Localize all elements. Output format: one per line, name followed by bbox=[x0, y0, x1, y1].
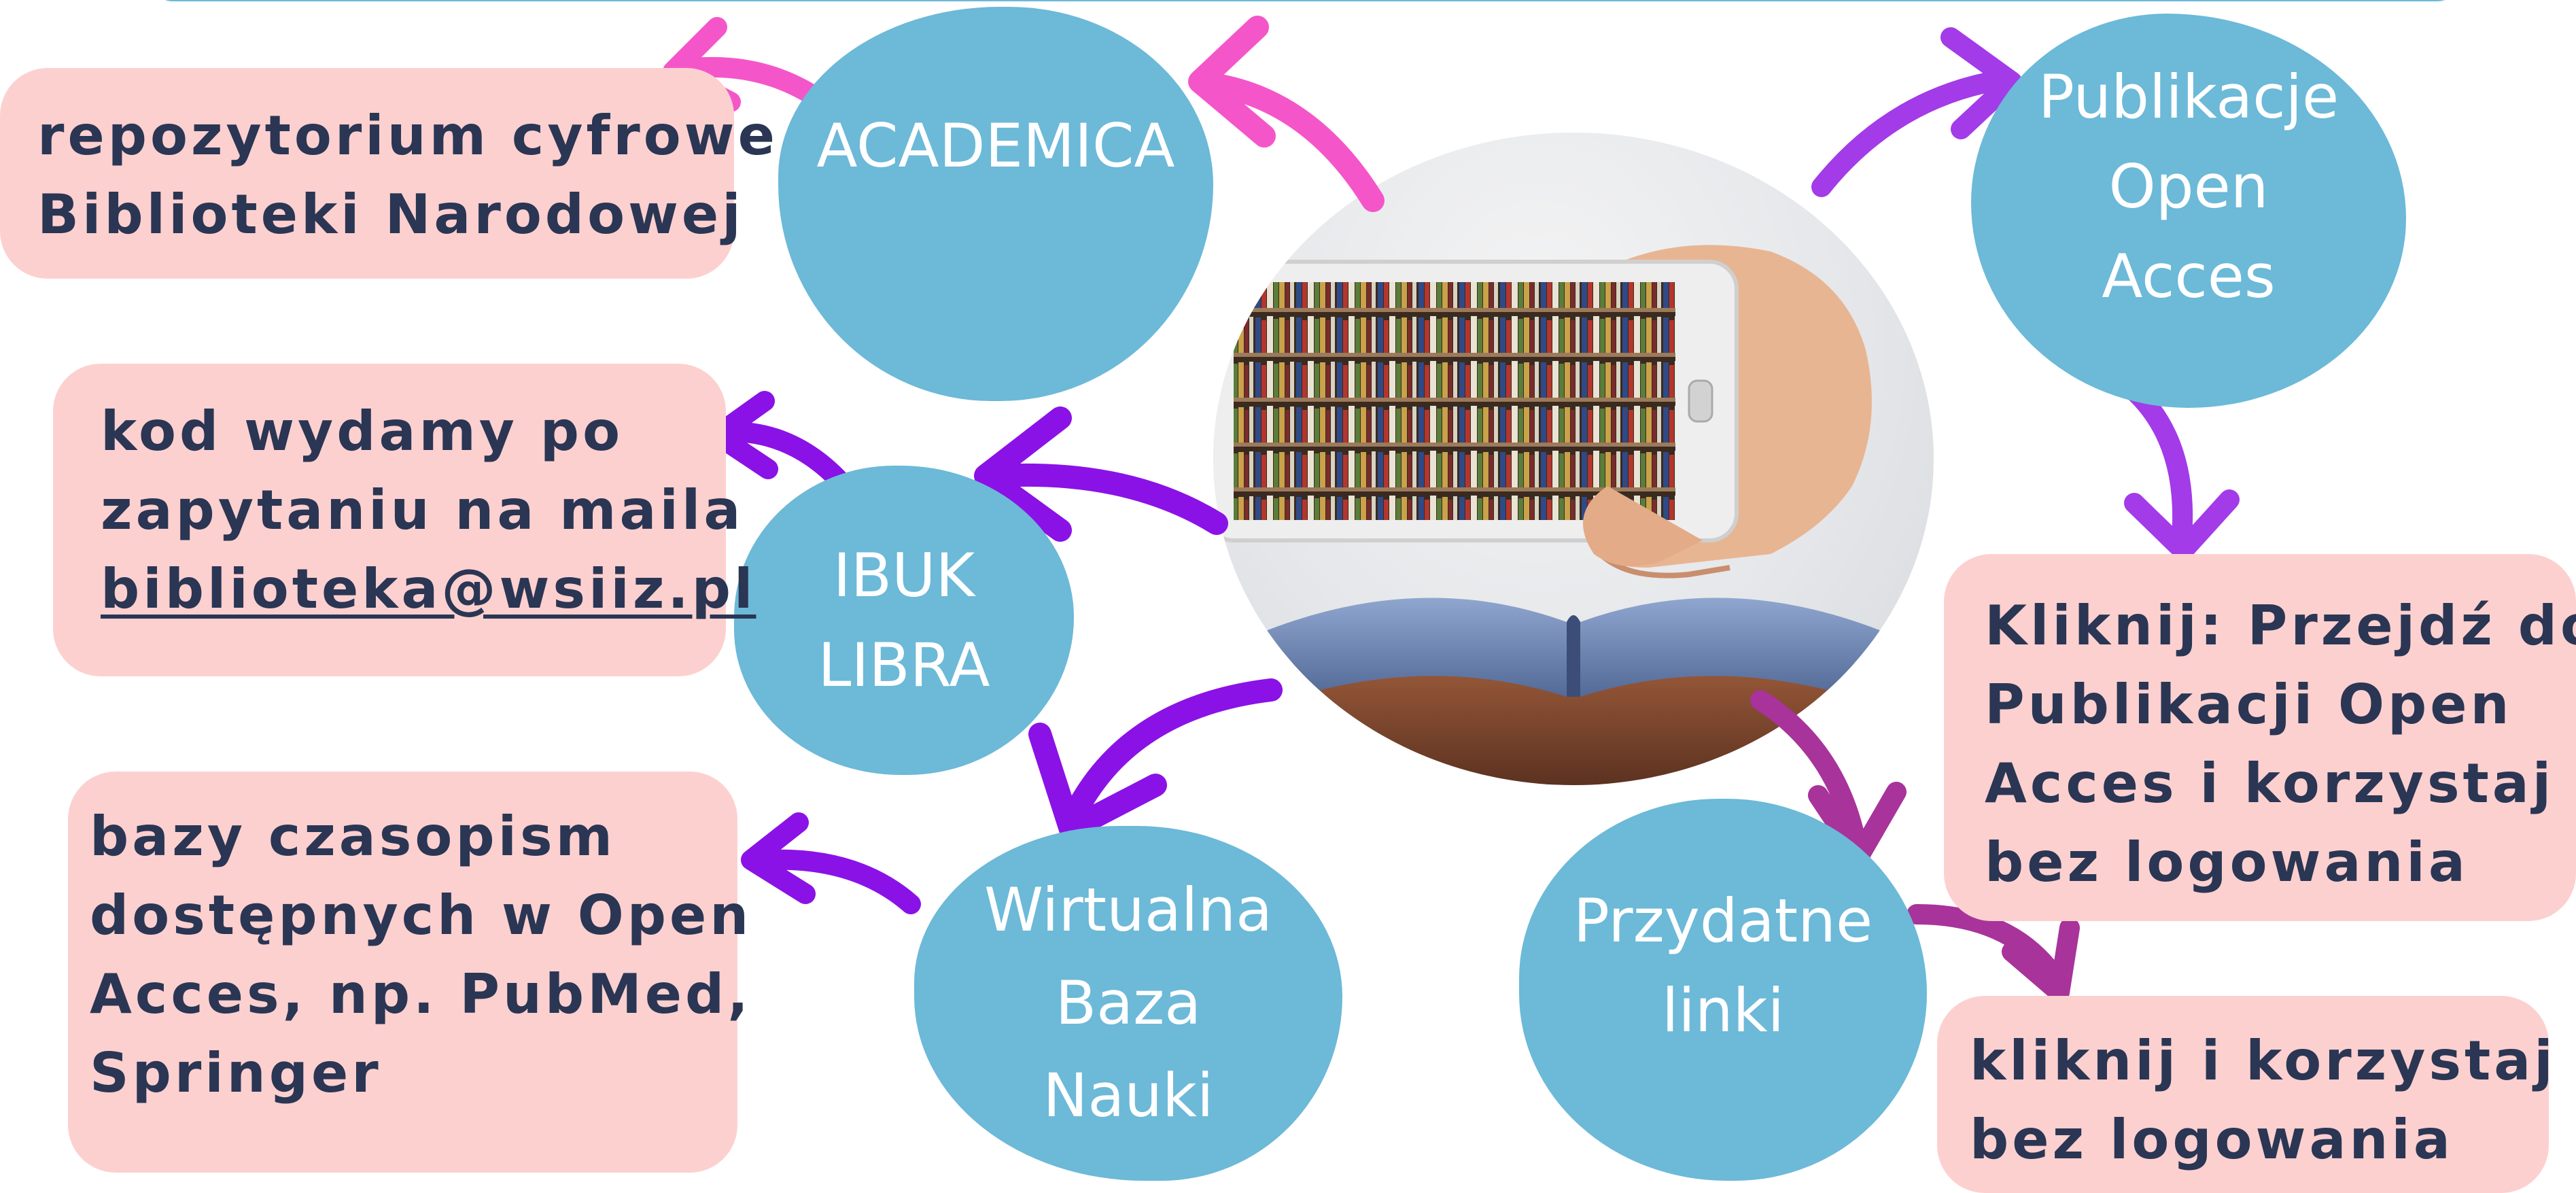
arrow-photo-to-academica bbox=[1188, 16, 1385, 212]
box-line: kliknij i korzystaj bbox=[1970, 1029, 2556, 1092]
arrow-wbn-to-box bbox=[741, 812, 921, 914]
email-link[interactable]: biblioteka@wsiiz.pl bbox=[101, 557, 756, 621]
box-line: Acces i korzystaj bbox=[1985, 752, 2555, 815]
box-line: kod wydamy po bbox=[101, 400, 624, 463]
arrow-photo-to-publikacje bbox=[1811, 27, 2022, 197]
box-line: Springer bbox=[90, 1041, 382, 1105]
arrow-photo-to-wbn bbox=[1028, 678, 1283, 841]
node-line: IBUK bbox=[833, 540, 975, 610]
node-line: Publikacje bbox=[2038, 62, 2339, 132]
node-line: LIBRA bbox=[818, 629, 990, 700]
node-przydatne-linki[interactable]: Przydatne linki bbox=[1519, 799, 1927, 1181]
node-line: ACADEMICA bbox=[816, 111, 1175, 181]
node-publikacje-label: Publikacje Open Acces bbox=[2038, 52, 2339, 322]
box-line: dostępnych w Open bbox=[90, 884, 752, 947]
box-line: Kliknij: Przejdź do bbox=[1985, 594, 2576, 657]
box-line: Acces, np. PubMed, bbox=[90, 963, 752, 1026]
box-line: bez logowania bbox=[1970, 1108, 2454, 1171]
node-ibuk-label: IBUK LIBRA bbox=[818, 531, 990, 710]
node-line: Wirtualna bbox=[984, 875, 1273, 946]
top-banner bbox=[146, 0, 2464, 1]
box-wbn-description: bazy czasopism dostępnych w Open Acces, … bbox=[68, 772, 752, 1173]
node-line: Baza bbox=[1055, 967, 1202, 1038]
node-line: Acces bbox=[2102, 241, 2276, 311]
box-line: zapytaniu na maila bbox=[101, 479, 744, 542]
node-line: Przydatne bbox=[1573, 886, 1873, 956]
box-przydatne-description: kliknij i korzystaj bez logowania bbox=[1937, 996, 2556, 1193]
box-line: bazy czasopism bbox=[90, 805, 616, 868]
box-academica-description: repozytorium cyfrowe Biblioteki Narodowe… bbox=[0, 68, 778, 279]
box-line: bez logowania bbox=[1985, 831, 2469, 894]
library-phone-photo bbox=[1213, 133, 1934, 785]
box-line: repozytorium cyfrowe bbox=[37, 104, 778, 167]
node-academica-label: ACADEMICA bbox=[816, 101, 1174, 191]
box-ibuk-description: kod wydamy po zapytaniu na maila bibliot… bbox=[53, 364, 756, 676]
node-line: Nauki bbox=[1043, 1060, 1214, 1131]
smartphone-bookshelf-icon bbox=[1213, 245, 1934, 785]
node-ibuk-libra[interactable]: IBUK LIBRA bbox=[734, 466, 1074, 775]
box-publikacje-description: Kliknij: Przejdź do Publikacji Open Acce… bbox=[1944, 554, 2576, 921]
box-line: Publikacji Open bbox=[1985, 673, 2513, 736]
arrow-publikacje-to-box bbox=[2124, 381, 2240, 561]
box-line: Biblioteki Narodowej bbox=[37, 183, 744, 246]
node-academica[interactable]: ACADEMICA bbox=[778, 7, 1213, 401]
node-line: Open bbox=[2108, 152, 2269, 222]
node-wbn-label: Wirtualna Baza Nauki bbox=[984, 864, 1272, 1142]
node-przydatne-label: Przydatne linki bbox=[1573, 876, 1873, 1056]
node-publikacje-open-acces[interactable]: Publikacje Open Acces bbox=[1971, 14, 2406, 408]
node-line: linki bbox=[1661, 975, 1785, 1045]
arrow-przydatne-to-box bbox=[1907, 904, 2080, 1003]
arrow-photo-to-ibuk bbox=[974, 407, 1228, 542]
node-wirtualna-baza-nauki[interactable]: Wirtualna Baza Nauki bbox=[914, 826, 1342, 1181]
